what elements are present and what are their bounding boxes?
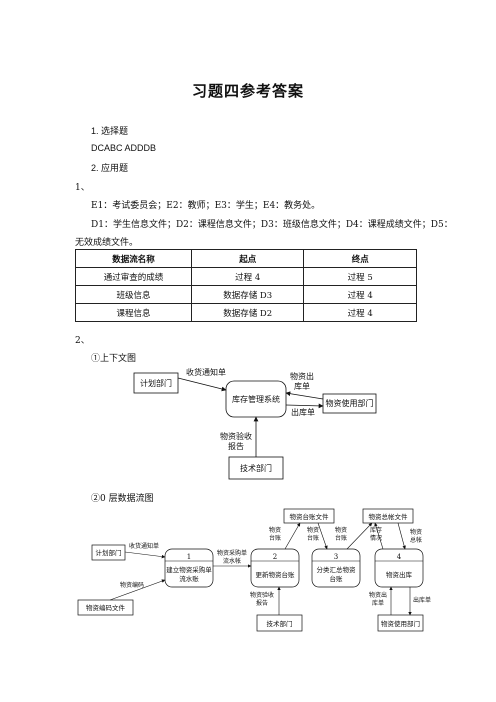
plan-dept-label: 计划部门 bbox=[140, 378, 172, 388]
page-title: 习题四参考答案 bbox=[191, 82, 304, 100]
flow-label: 台账 bbox=[335, 534, 347, 542]
table-header-row: 数据流名称 起点 终点 bbox=[75, 249, 417, 268]
table-header: 数据流名称 bbox=[75, 249, 192, 268]
process-label: 更新物资台账 bbox=[256, 570, 296, 579]
flow-label: 物资采购单 bbox=[217, 549, 247, 557]
flow-label: 库单 bbox=[294, 381, 310, 391]
process-3 bbox=[311, 548, 361, 588]
files-line-1: D1：学生信息文件；D2：课程信息文件；D3：班级信息文件；D4：课程成绩文件；… bbox=[91, 220, 453, 230]
flow-label: 物资验收 bbox=[250, 591, 274, 599]
plan-dept-box bbox=[133, 372, 179, 394]
code-file-label: 物资编码文件 bbox=[86, 603, 126, 612]
choice-answers: DCABC ADDDB bbox=[91, 143, 157, 153]
user-dept-label: 物资使用部门 bbox=[326, 398, 374, 408]
flow-arrow bbox=[374, 522, 384, 550]
flow-label: 情况 bbox=[370, 534, 382, 542]
flow-label: 物资 bbox=[410, 528, 422, 536]
flow-arrow bbox=[124, 551, 166, 559]
process-number: 2 bbox=[273, 553, 277, 561]
process-2 bbox=[250, 548, 300, 588]
process-number: 1 bbox=[187, 553, 191, 561]
store-ledger bbox=[283, 508, 335, 524]
store-summary bbox=[362, 508, 414, 524]
flow-label: 台账 bbox=[269, 534, 281, 542]
flow-label: 收货通知单 bbox=[129, 542, 159, 550]
flow-arrow bbox=[317, 522, 328, 550]
plan-dept-box bbox=[91, 544, 126, 561]
flow-label: 报告 bbox=[256, 599, 268, 607]
flow-arrow bbox=[177, 377, 227, 392]
flow-label: 物资 bbox=[335, 526, 347, 534]
flow-label: 库存 bbox=[370, 526, 382, 534]
process-label: 台账 bbox=[330, 574, 344, 583]
flow-label: 物资 bbox=[269, 526, 281, 534]
store-summary-label: 物资总帐文件 bbox=[369, 512, 409, 521]
flow-label: 库单 bbox=[372, 599, 384, 607]
entities-line: E1：考试委员会；E2：教师；E3：学生；E4：教务处。 bbox=[91, 201, 321, 211]
flow-label: 物资出 bbox=[369, 591, 387, 599]
system-label: 库存管理系统 bbox=[232, 394, 280, 404]
flow-label: 收货通知单 bbox=[186, 367, 226, 377]
data-flow-table: 数据流名称 起点 终点 通过审查的成绩 过程 4 过程 5 班级信息 数据存储 … bbox=[75, 249, 417, 322]
process-number: 3 bbox=[334, 553, 338, 561]
choice-heading: 1. 选择题 bbox=[91, 126, 129, 136]
table-cell: 过程 4 bbox=[303, 303, 417, 322]
flow-label: 台账 bbox=[307, 534, 319, 542]
tech-dept-box bbox=[256, 614, 303, 632]
flow-arrow bbox=[346, 522, 373, 550]
plan-dept-label: 计划部门 bbox=[96, 548, 122, 557]
flow-label: 物资出 bbox=[290, 371, 314, 381]
question-2-number: 2、 bbox=[75, 336, 90, 346]
flow-label: 总帐 bbox=[410, 536, 422, 544]
flow-arrow bbox=[397, 522, 406, 550]
user-dept-box bbox=[377, 614, 424, 632]
table-row: 班级信息 数据存储 D3 过程 4 bbox=[75, 285, 417, 304]
flow-arrow bbox=[109, 579, 166, 601]
flow-label: 物资 bbox=[307, 526, 319, 534]
table-cell: 课程信息 bbox=[75, 303, 192, 322]
process-4 bbox=[374, 548, 424, 588]
flow-label: 出库单 bbox=[291, 407, 315, 417]
process-label: 流水账 bbox=[179, 574, 199, 583]
store-ledger-label: 物资台账文件 bbox=[290, 512, 330, 521]
level0-diagram: 物资台账文件 物资总帐文件 计划部门 物资编码文件 技术部门 物资使用部门 1 … bbox=[77, 508, 431, 632]
user-dept-label: 物资使用部门 bbox=[381, 619, 420, 628]
flow-label: 出库单 bbox=[413, 596, 431, 604]
question-1-number: 1、 bbox=[75, 183, 90, 193]
context-diagram: 计划部门 库存管理系统 物资使用部门 技术部门 收货通知单 物资出 库单 出库单… bbox=[133, 367, 377, 480]
process-label: 分类汇总物资 bbox=[317, 565, 357, 574]
flow-label: 报告 bbox=[228, 441, 244, 451]
table-row: 课程信息 数据存储 D2 过程 4 bbox=[75, 303, 417, 322]
process-label: 物资出库 bbox=[386, 570, 413, 579]
flow-label: 物资编码 bbox=[120, 581, 144, 589]
flow-arrow bbox=[285, 391, 324, 400]
process-number: 4 bbox=[397, 553, 402, 561]
process-1 bbox=[164, 548, 214, 588]
tech-dept-label: 技术部门 bbox=[267, 619, 293, 628]
context-diagram-label: ①上下文图 bbox=[91, 354, 137, 364]
flow-label: 物资验收 bbox=[220, 431, 252, 441]
process-label: 建立物资采购单 bbox=[166, 565, 212, 574]
flow-arrow bbox=[285, 403, 324, 409]
level0-diagram-label: ②0 层数据流图 bbox=[91, 494, 154, 504]
flow-label: 流水帐 bbox=[223, 557, 241, 565]
apply-heading: 2. 应用题 bbox=[91, 163, 129, 173]
files-line-2: 无效成绩文件。 bbox=[75, 238, 139, 248]
code-file-box bbox=[77, 599, 134, 616]
flow-arrow bbox=[284, 522, 301, 550]
tech-dept-label: 技术部门 bbox=[240, 463, 272, 473]
